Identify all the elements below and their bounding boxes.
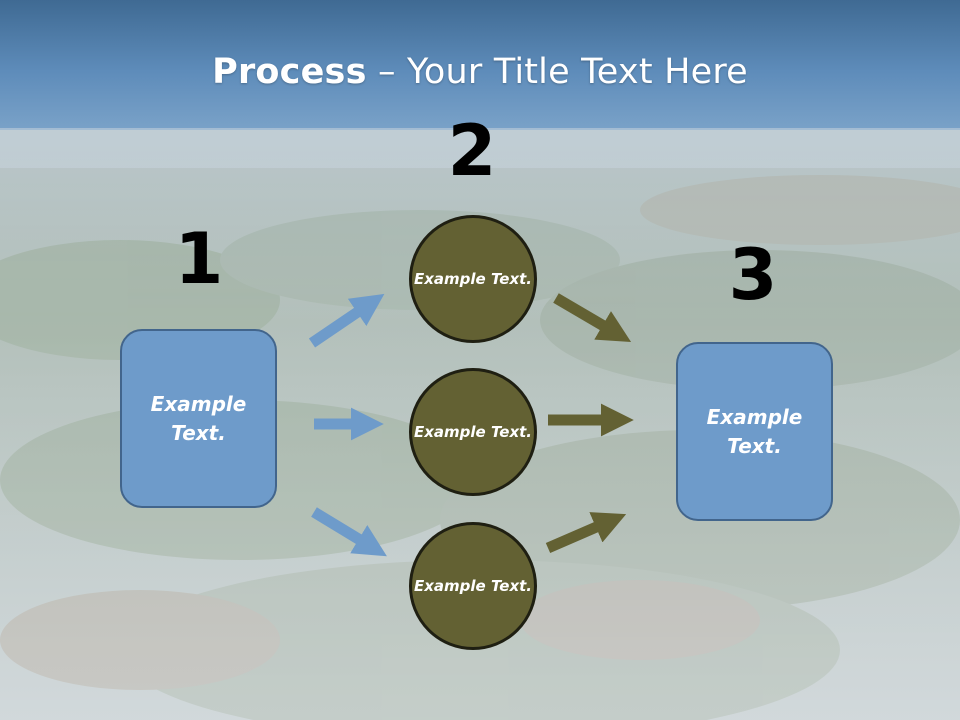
arrow-1-to-bottom xyxy=(311,507,387,557)
step-number-1: 1 xyxy=(174,218,224,300)
circle-bottom-line1: Example xyxy=(414,576,486,595)
step-2-circle-bottom: Example Text. xyxy=(409,522,537,650)
circle-bottom-line2: Text. xyxy=(490,576,532,595)
circle-middle-line2: Text. xyxy=(490,422,532,441)
arrow-top-to-3 xyxy=(553,293,632,343)
title-bold: Process xyxy=(212,52,367,92)
circle-middle-line1: Example xyxy=(414,422,486,441)
step-number-3: 3 xyxy=(728,234,778,316)
circle-top-line2: Text. xyxy=(490,269,532,288)
step-2-circle-middle: Example Text. xyxy=(409,368,537,496)
step-3-line2: Text. xyxy=(727,433,782,458)
circle-top-line1: Example xyxy=(414,269,486,288)
step-1-line1: Example xyxy=(150,391,247,416)
arrow-bottom-to-3 xyxy=(545,512,627,554)
slide-title: Process – Your Title Text Here xyxy=(0,52,960,92)
arrow-1-to-top xyxy=(308,293,385,348)
step-2-circle-top: Example Text. xyxy=(409,215,537,343)
step-number-2: 2 xyxy=(447,110,497,192)
step-3-box: Example Text. xyxy=(676,342,833,521)
step-1-box: Example Text. xyxy=(120,329,277,508)
step-1-line2: Text. xyxy=(171,420,226,445)
title-rest: – Your Title Text Here xyxy=(366,52,748,92)
step-3-line1: Example xyxy=(706,404,803,429)
